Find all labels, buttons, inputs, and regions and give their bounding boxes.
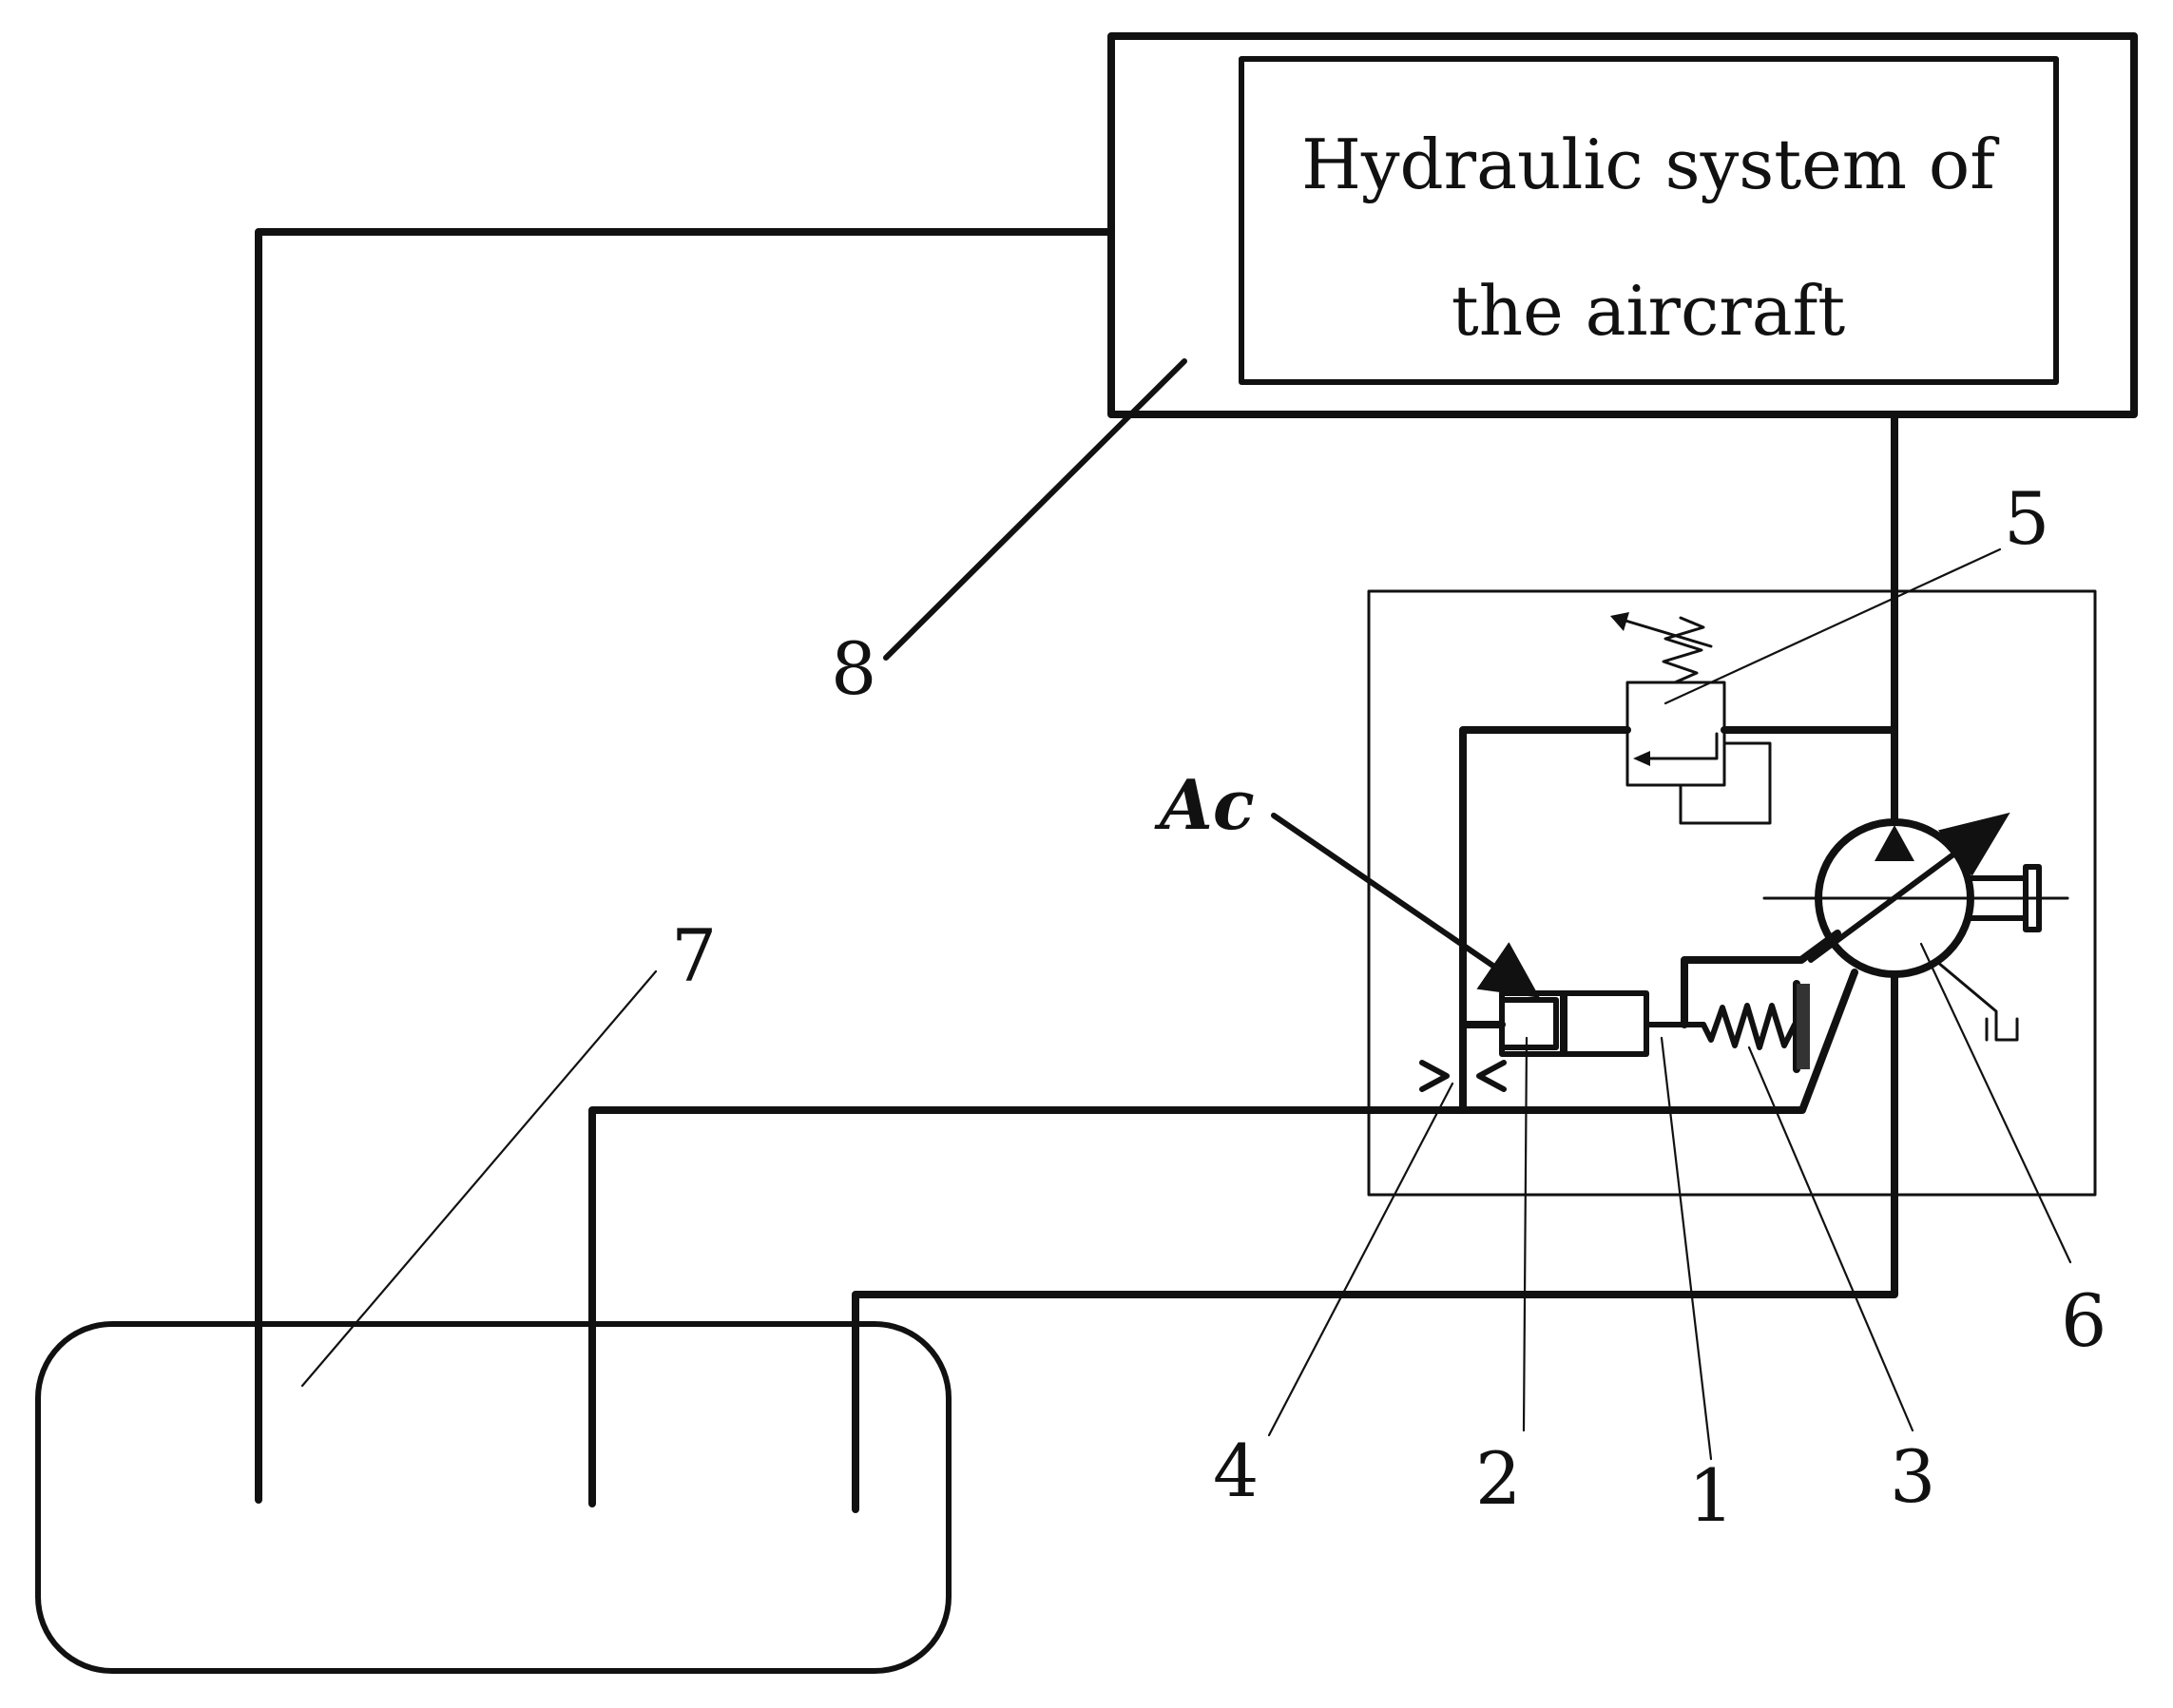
relief-valve xyxy=(1610,612,1772,825)
control-pressure-line xyxy=(1681,930,1841,1028)
relief-valve-flow-arrowhead xyxy=(1633,751,1650,766)
relief-valve-spring xyxy=(1662,616,1705,684)
leader-4 xyxy=(1267,1082,1454,1437)
leader-8 xyxy=(883,358,1187,661)
label-8: 8 xyxy=(831,626,876,711)
drain-line xyxy=(588,969,1858,1507)
orifice xyxy=(1419,1060,1507,1092)
leader-1 xyxy=(1660,1036,1713,1461)
control-spring xyxy=(1701,980,1810,1073)
reservoir-tank xyxy=(35,1321,952,1674)
pump-module-boundary xyxy=(1367,589,2097,1197)
pump-variable-arrow xyxy=(1808,812,2010,963)
orifice-left-chevron xyxy=(1419,1060,1450,1092)
leader-6 xyxy=(1919,942,2072,1264)
label-ac: Ac xyxy=(1154,764,1255,845)
ac-arrow xyxy=(1271,813,1540,998)
relief-valve-pilot-line xyxy=(1679,741,1772,825)
piping xyxy=(255,228,1898,1513)
label-6: 6 xyxy=(2061,1278,2106,1363)
pump-shaft-end xyxy=(2023,864,2042,932)
system-outer-box xyxy=(1107,32,2138,418)
label-3: 3 xyxy=(1890,1434,1935,1519)
return-line-from-system xyxy=(255,228,1115,1504)
callout-labels: Ac 8 7 5 6 4 2 1 3 xyxy=(671,476,2106,1538)
leader-lines xyxy=(300,358,2072,1461)
tank-outline xyxy=(35,1321,952,1674)
leader-2 xyxy=(1522,1036,1529,1432)
label-5: 5 xyxy=(2004,476,2049,561)
variable-displacement-pump xyxy=(1762,812,2069,1042)
system-inner-box xyxy=(1239,56,2059,385)
control-spring-coil xyxy=(1701,1003,1798,1050)
label-2: 2 xyxy=(1475,1436,1521,1521)
relief-valve-adjust-arrowhead xyxy=(1610,612,1629,631)
relief-valve-flow-path xyxy=(1635,732,1719,760)
actuator-piston xyxy=(1499,997,1559,1050)
relief-valve-line xyxy=(1459,726,1631,1114)
leader-5 xyxy=(1663,547,2002,705)
relief-valve-adjust-arrow xyxy=(1614,616,1713,648)
leader-3 xyxy=(1747,1046,1914,1432)
control-spring-seat-hatch xyxy=(1797,984,1810,1069)
system-title-line-2: the aircraft xyxy=(1452,271,1845,351)
orifice-right-chevron xyxy=(1476,1060,1507,1092)
label-7: 7 xyxy=(671,913,717,998)
leader-7 xyxy=(300,969,658,1388)
aircraft-hydraulic-system: Hydraulic system of the aircraft xyxy=(1107,32,2138,418)
label-4: 4 xyxy=(1213,1429,1259,1513)
pump-case-drain xyxy=(1935,960,2019,1042)
label-1: 1 xyxy=(1688,1453,1734,1538)
system-title-line-1: Hydraulic system of xyxy=(1301,125,1999,204)
pump-outlet-triangle xyxy=(1875,825,1914,861)
pump-suction-line xyxy=(852,971,1898,1513)
control-actuator xyxy=(1499,990,1649,1057)
